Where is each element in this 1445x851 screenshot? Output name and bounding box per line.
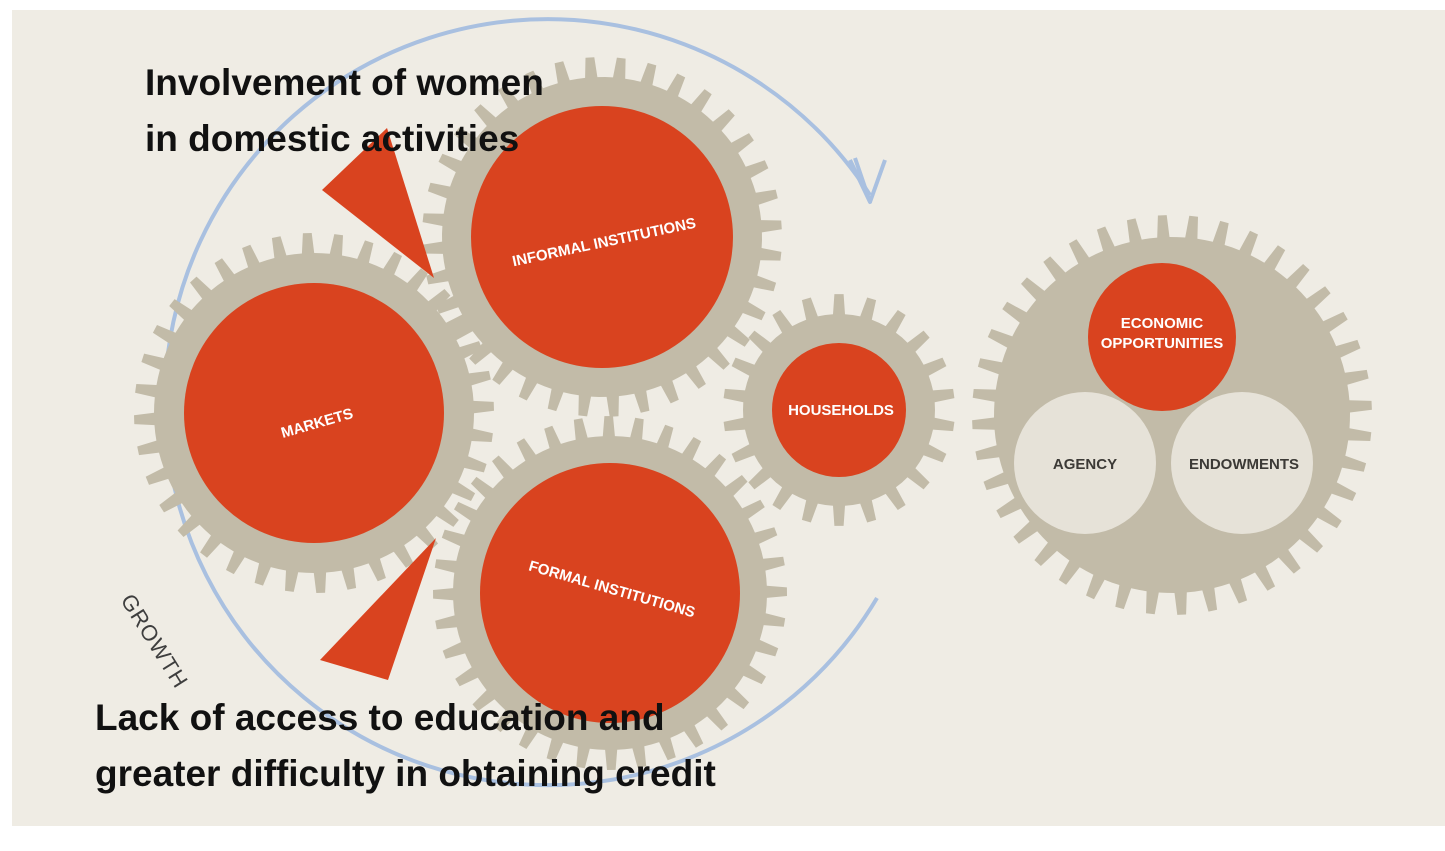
hub-formal-institutions <box>480 463 740 723</box>
hub-informal-institutions <box>471 106 733 368</box>
label-agency: AGENCY <box>1053 456 1117 473</box>
label-endowments: ENDOWMENTS <box>1189 456 1299 473</box>
label-economic-opportunities-line2: OPPORTUNITIES <box>1101 335 1224 352</box>
callout-pointer-bottom <box>320 538 436 680</box>
hub-economic-opportunities <box>1088 263 1236 411</box>
circle-endowments <box>1171 392 1313 534</box>
label-economic-opportunities-line1: ECONOMIC <box>1121 315 1204 332</box>
diagram-panel: MARKETS INFORMAL INSTITUTIONS FORMAL INS… <box>12 10 1445 826</box>
callout-text-bottom: Lack of access to education and greater … <box>95 697 716 794</box>
callout-pointer-top <box>322 128 434 278</box>
circle-agency <box>1014 392 1156 534</box>
growth-arrowhead-right-stroke <box>868 159 887 203</box>
gears-diagram: MARKETS INFORMAL INSTITUTIONS FORMAL INS… <box>116 17 1372 788</box>
growth-arrowhead-icon <box>848 157 872 204</box>
hub-markets <box>184 283 444 543</box>
label-growth: GROWTH <box>116 589 193 692</box>
label-households: HOUSEHOLDS <box>788 402 894 419</box>
hub-households <box>772 343 906 477</box>
callout-text-top: Involvement of women in domestic activit… <box>145 62 544 159</box>
